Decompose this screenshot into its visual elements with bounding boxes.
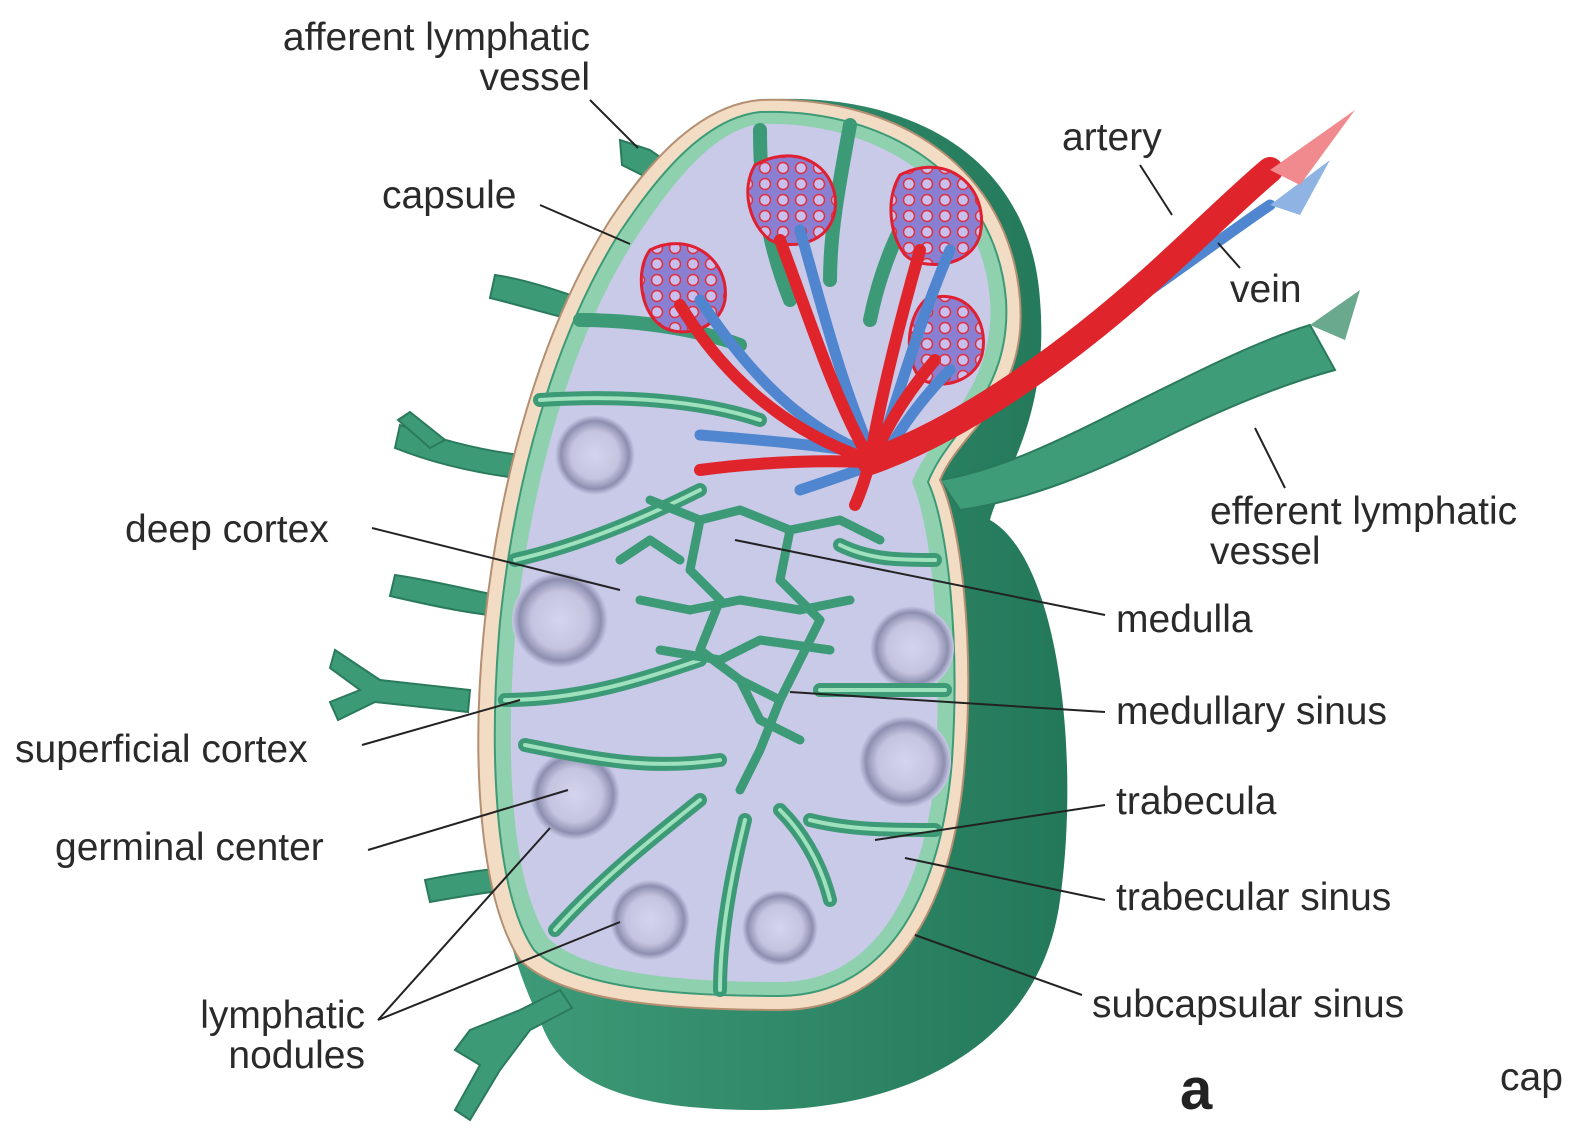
label-efferent-lymphatic-vessel-line2: vessel [1210,532,1321,572]
label-cropped-cap: cap [1500,1058,1563,1098]
label-efferent-lymphatic-vessel-line1: efferent lymphatic [1210,492,1517,532]
label-germinal-center: germinal center [55,828,324,868]
label-superficial-cortex: superficial cortex [15,730,308,770]
label-afferent-lymphatic-vessel-line1: afferent lymphatic [235,18,590,58]
label-medulla: medulla [1116,600,1253,640]
label-trabecula: trabecula [1116,782,1276,822]
label-vein: vein [1230,270,1302,310]
label-subcapsular-sinus: subcapsular sinus [1092,985,1404,1025]
label-lymphatic-nodules-line2: nodules [150,1036,365,1076]
label-lymphatic-nodules-line1: lymphatic [150,996,365,1036]
panel-letter: a [1180,1060,1212,1120]
label-capsule: capsule [382,176,516,216]
label-artery: artery [1062,118,1162,158]
label-trabecular-sinus: trabecular sinus [1116,878,1391,918]
efferent-arrow [1310,290,1360,340]
label-medullary-sinus: medullary sinus [1116,692,1387,732]
label-afferent-lymphatic-vessel-line2: vessel [235,58,590,98]
label-deep-cortex: deep cortex [125,510,329,550]
